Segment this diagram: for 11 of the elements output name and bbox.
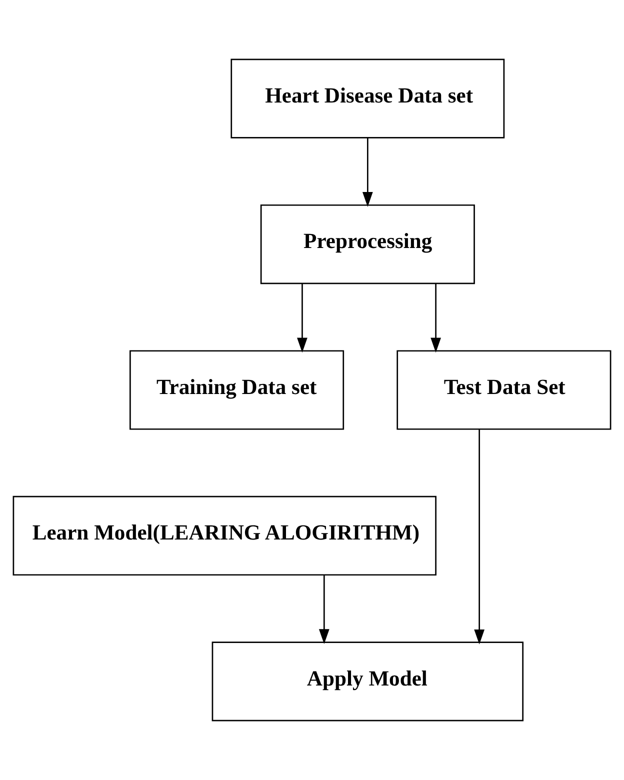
node-box: Preprocessing (260, 204, 475, 284)
arrow (318, 575, 330, 644)
node-box: Learn Model(LEARING ALOGIRITHM) (12, 496, 436, 576)
node-box: Test Data Set (396, 350, 612, 430)
node-box: Training Data set (130, 350, 344, 430)
arrow (362, 138, 373, 207)
node-box: Heart Disease Data set (230, 58, 505, 138)
arrow (430, 284, 442, 353)
node-box: Apply Model (212, 642, 524, 722)
arrow (297, 284, 308, 353)
arrow (474, 429, 485, 644)
